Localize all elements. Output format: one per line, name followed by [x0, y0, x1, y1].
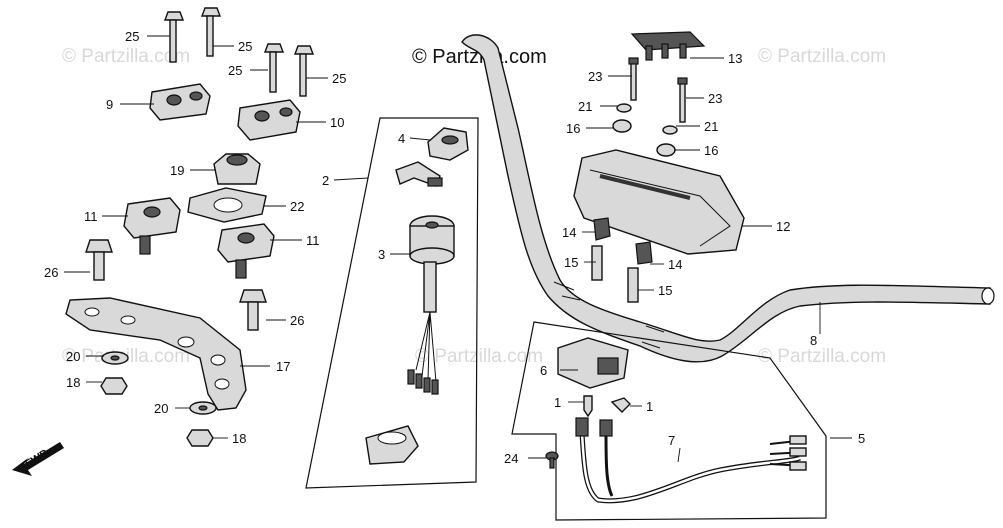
washer-20b[interactable] — [189, 401, 217, 415]
key-cover-4[interactable] — [427, 127, 469, 161]
callout-4: 4 — [398, 131, 405, 146]
callout-16: 16 — [566, 121, 580, 136]
callout-9: 9 — [106, 97, 113, 112]
callout-24: 24 — [504, 451, 518, 466]
lower-holder-11a[interactable] — [123, 197, 181, 255]
callout-5: 5 — [858, 431, 865, 446]
bolt-25c[interactable] — [263, 43, 285, 93]
callout-21: 21 — [578, 99, 592, 114]
handlebar[interactable] — [461, 34, 995, 363]
callout-1: 1 — [554, 395, 561, 410]
nut-18a[interactable] — [100, 377, 128, 395]
callout-15: 15 — [564, 255, 578, 270]
mount-13[interactable] — [630, 31, 706, 61]
bolt-26a[interactable] — [85, 239, 113, 281]
nut-18b[interactable] — [186, 429, 214, 447]
callout-18: 18 — [66, 375, 80, 390]
grommet-14b[interactable] — [635, 241, 653, 265]
callout-15: 15 — [658, 283, 672, 298]
callout-16: 16 — [704, 143, 718, 158]
callout-2: 2 — [322, 173, 329, 188]
callout-11: 11 — [306, 233, 320, 248]
callout-19: 19 — [170, 163, 184, 178]
screw-24[interactable] — [545, 451, 559, 469]
washer-21b[interactable] — [662, 125, 678, 135]
callout-25: 25 — [228, 63, 242, 78]
callout-10: 10 — [330, 115, 344, 130]
callout-25: 25 — [238, 39, 252, 54]
callout-14: 14 — [668, 257, 682, 272]
callout-17: 17 — [276, 359, 290, 374]
callout-11: 11 — [84, 209, 98, 224]
collar-15b[interactable] — [627, 267, 639, 303]
callout-20: 20 — [154, 401, 168, 416]
screw-23a[interactable] — [628, 57, 639, 101]
callout-26: 26 — [44, 265, 58, 280]
brand-title: © Partzilla.com — [412, 46, 547, 68]
bolt-25b[interactable] — [200, 7, 222, 57]
bolt-25d[interactable] — [293, 45, 315, 97]
wiring-group-frame — [511, 321, 827, 521]
callout-18: 18 — [232, 431, 246, 446]
fwd-indicator: FWD — [12, 442, 64, 476]
callout-7: 7 — [668, 433, 675, 448]
grommet-16a[interactable] — [612, 119, 632, 133]
washer-20a[interactable] — [101, 351, 129, 365]
switch-base[interactable] — [365, 425, 419, 465]
watermark: © Partzilla.com — [415, 346, 543, 367]
callout-25: 25 — [332, 71, 346, 86]
callout-21: 21 — [704, 119, 718, 134]
terminal-1a[interactable] — [583, 395, 593, 418]
callout-20: 20 — [66, 349, 80, 364]
callout-14: 14 — [562, 225, 576, 240]
watermark: © Partzilla.com — [758, 46, 886, 67]
upper-clamp-10[interactable] — [237, 99, 301, 141]
ignition-group-frame — [305, 117, 479, 489]
callout-26: 26 — [290, 313, 304, 328]
meter-12[interactable] — [573, 149, 745, 255]
callout-1: 1 — [646, 399, 653, 414]
callout-8: 8 — [810, 333, 817, 348]
callout-25: 25 — [125, 29, 139, 44]
callout-22: 22 — [290, 199, 304, 214]
washer-22[interactable] — [187, 187, 267, 223]
terminal-1b[interactable] — [610, 397, 631, 413]
screw-23b[interactable] — [677, 77, 688, 123]
bolt-26b[interactable] — [239, 289, 267, 331]
relay-6[interactable] — [557, 337, 629, 389]
harness-7[interactable] — [575, 417, 807, 504]
callout-13: 13 — [728, 51, 742, 66]
callout-6: 6 — [540, 363, 547, 378]
collar-15a[interactable] — [591, 245, 603, 281]
washer-21a[interactable] — [616, 103, 632, 113]
callout-3: 3 — [378, 247, 385, 262]
grommet-16b[interactable] — [656, 143, 676, 157]
mount-plate-17[interactable] — [65, 297, 247, 411]
leader-lines — [64, 35, 852, 463]
watermark: © Partzilla.com — [62, 46, 190, 67]
lower-holder-11b[interactable] — [217, 223, 275, 279]
upper-clamp-9[interactable] — [149, 83, 211, 121]
watermark: © Partzilla.com — [758, 346, 886, 367]
grommet-14a[interactable] — [593, 217, 611, 241]
callout-12: 12 — [776, 219, 790, 234]
nut-19[interactable] — [213, 153, 261, 185]
key[interactable] — [395, 161, 443, 187]
callout-23: 23 — [708, 91, 722, 106]
bolt-25a[interactable] — [163, 11, 185, 63]
ignition-switch-3[interactable] — [407, 215, 455, 395]
callout-23: 23 — [588, 69, 602, 84]
